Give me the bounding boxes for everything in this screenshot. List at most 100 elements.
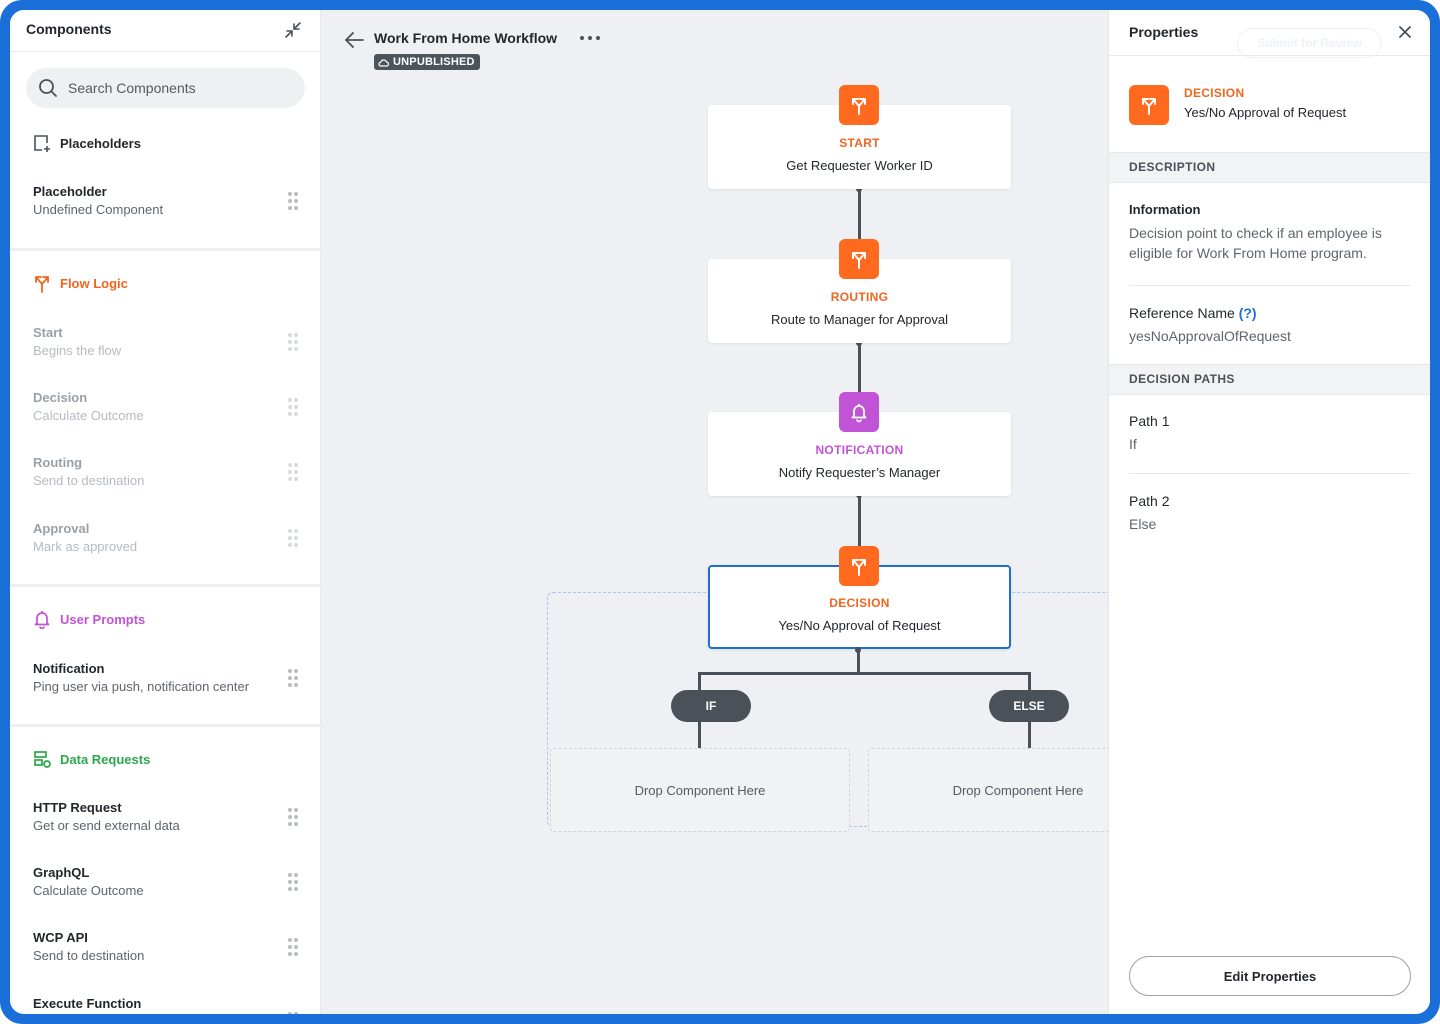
drag-handle-icon[interactable] xyxy=(288,529,298,547)
properties-title: Properties xyxy=(1129,24,1199,40)
branch-icon xyxy=(839,85,879,125)
edit-properties-button[interactable]: Edit Properties xyxy=(1129,956,1411,996)
group-placeholders: Placeholders xyxy=(32,131,141,155)
group-data-requests: Data Requests xyxy=(32,747,150,771)
selected-node-name: Yes/No Approval of Request xyxy=(1184,105,1347,120)
search-box[interactable] xyxy=(26,68,305,108)
status-badge: UNPUBLISHED xyxy=(374,54,480,70)
collapse-icon[interactable] xyxy=(282,19,304,41)
component-item-approval[interactable]: Approval Mark as approved xyxy=(10,517,321,567)
item-title: Execute Function xyxy=(33,996,142,1011)
connector-line xyxy=(858,342,861,412)
branch-if-pill[interactable]: IF xyxy=(671,690,751,722)
drag-handle-icon[interactable] xyxy=(288,808,298,826)
workflow-canvas[interactable]: Work From Home Workflow UNPUBLISHED STAR… xyxy=(321,10,1168,1014)
bell-icon xyxy=(34,611,50,629)
group-flow-logic: Flow Logic xyxy=(32,271,128,295)
placeholder-icon xyxy=(34,135,50,152)
component-item-graphql[interactable]: GraphQL Calculate Outcome xyxy=(10,861,321,911)
search-input[interactable] xyxy=(68,68,293,108)
node-label: Route to Manager for Approval xyxy=(770,312,949,327)
reference-name-label: Reference Name (?) xyxy=(1129,305,1257,321)
component-item-decision[interactable]: Decision Calculate Outcome xyxy=(10,386,321,436)
submit-for-review-button[interactable]: Submit for Review xyxy=(1237,28,1382,58)
divider xyxy=(1109,55,1430,56)
node-label: Get Requester Worker ID xyxy=(786,158,933,173)
divider xyxy=(10,584,321,587)
connector-line xyxy=(857,650,860,674)
bell-icon xyxy=(839,392,879,432)
node-label: Notify Requester’s Manager xyxy=(778,465,941,480)
connector-line xyxy=(698,672,1031,675)
reference-name-value: yesNoApprovalOfRequest xyxy=(1129,328,1291,344)
path-1-value: If xyxy=(1129,436,1137,452)
drag-handle-icon[interactable] xyxy=(288,333,298,351)
help-icon[interactable]: (?) xyxy=(1238,305,1257,321)
drag-handle-icon[interactable] xyxy=(288,398,298,416)
node-type: DECISION xyxy=(829,596,890,610)
components-panel: Components Placeholders Placeholder Unde… xyxy=(10,10,321,1014)
drag-handle-icon[interactable] xyxy=(288,669,298,687)
item-subtitle: Undefined Component xyxy=(33,202,164,217)
drag-handle-icon[interactable] xyxy=(288,192,298,210)
item-subtitle: Send to destination xyxy=(33,948,145,963)
branch-icon xyxy=(1129,85,1169,125)
information-label: Information xyxy=(1129,202,1201,217)
flow-node-notification[interactable]: NOTIFICATION Notify Requester’s Manager xyxy=(708,412,1011,496)
information-value: Decision point to check if an employee i… xyxy=(1129,225,1382,261)
item-title: GraphQL xyxy=(33,865,90,880)
properties-panel: Properties Submit for Review DECISION Ye… xyxy=(1108,10,1430,1014)
component-item-notification[interactable]: Notification Ping user via push, notific… xyxy=(10,657,321,707)
divider xyxy=(1129,473,1411,474)
item-subtitle: Calculate Outcome xyxy=(33,883,144,898)
data-requests-icon xyxy=(34,751,51,768)
group-user-prompts: User Prompts xyxy=(32,607,145,631)
component-item-routing[interactable]: Routing Send to destination xyxy=(10,451,321,501)
connector-line xyxy=(858,188,861,258)
drop-zone-if[interactable]: Drop Component Here xyxy=(550,748,850,832)
more-options-icon[interactable] xyxy=(579,32,601,44)
node-type: ROUTING xyxy=(830,290,889,304)
divider xyxy=(10,724,321,727)
item-title: WCP API xyxy=(33,930,88,945)
drag-handle-icon[interactable] xyxy=(288,1004,298,1014)
connector-line xyxy=(858,494,861,564)
branch-icon xyxy=(839,239,879,279)
drag-handle-icon[interactable] xyxy=(288,873,298,891)
reference-name-text: Reference Name xyxy=(1129,305,1235,321)
path-1-label: Path 1 xyxy=(1129,413,1170,429)
branch-icon xyxy=(839,546,879,586)
group-flow-logic-label: Flow Logic xyxy=(60,275,128,291)
item-subtitle: Mark as approved xyxy=(33,539,138,554)
node-label: Yes/No Approval of Request xyxy=(778,618,941,633)
components-title: Components xyxy=(26,21,112,37)
item-subtitle: Get or send external data xyxy=(33,818,180,833)
decision-paths-section-header: DECISION PATHS xyxy=(1109,364,1430,395)
group-data-requests-label: Data Requests xyxy=(60,751,151,767)
back-arrow-icon[interactable] xyxy=(343,30,365,50)
component-item-execute-function[interactable]: Execute Function xyxy=(10,992,321,1014)
drag-handle-icon[interactable] xyxy=(288,938,298,956)
component-item-http-request[interactable]: HTTP Request Get or send external data xyxy=(10,796,321,846)
item-title: Start xyxy=(33,325,63,340)
path-2-value: Else xyxy=(1129,516,1157,532)
drag-handle-icon[interactable] xyxy=(288,463,298,481)
component-item-wcp-api[interactable]: WCP API Send to destination xyxy=(10,926,321,976)
search-icon xyxy=(39,79,57,97)
component-item-placeholder[interactable]: Placeholder Undefined Component xyxy=(10,180,321,230)
item-title: Routing xyxy=(33,455,83,470)
close-icon[interactable] xyxy=(1397,24,1413,40)
connector-dot xyxy=(856,340,862,346)
path-2-label: Path 2 xyxy=(1129,493,1170,509)
branch-else-pill[interactable]: ELSE xyxy=(989,690,1069,722)
divider xyxy=(10,248,321,251)
component-item-start[interactable]: Start Begins the flow xyxy=(10,321,321,371)
selected-node-type: DECISION xyxy=(1184,86,1245,100)
item-title: Decision xyxy=(33,390,88,405)
node-type: NOTIFICATION xyxy=(815,443,904,457)
item-title: Notification xyxy=(33,661,105,676)
item-subtitle: Send to destination xyxy=(33,473,145,488)
app-screen: Components Placeholders Placeholder Unde… xyxy=(10,10,1430,1014)
item-subtitle: Begins the flow xyxy=(33,343,122,358)
